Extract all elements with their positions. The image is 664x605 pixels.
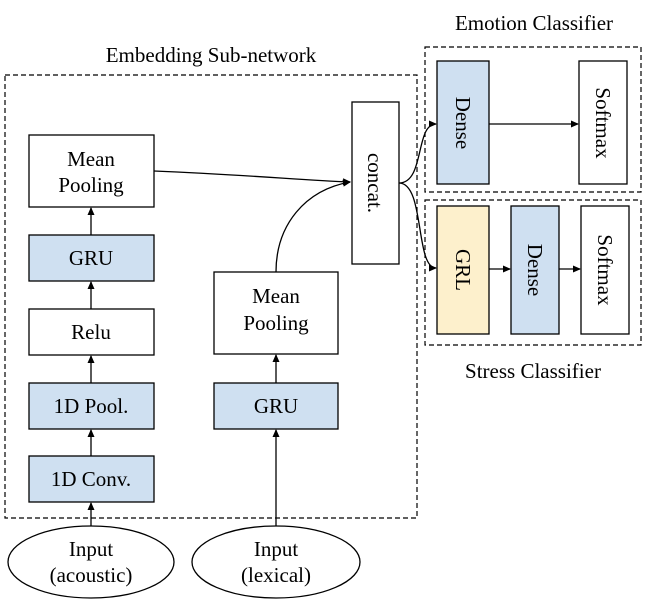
acoustic-conv-block — [28, 455, 155, 503]
arrow-lexical-mean-to-concat — [275, 179, 351, 273]
acoustic-pool-label: 1D Pool. — [54, 394, 129, 418]
embedding-subnetwork-group — [4, 74, 418, 519]
emotion-classifier-group — [424, 46, 642, 193]
emotion-dense-block — [436, 60, 490, 185]
acoustic-gru-block — [28, 234, 155, 282]
lexical-mean-pooling-label-line1: Mean — [252, 284, 300, 308]
lexical-mean-pooling-block — [213, 271, 339, 355]
emotion-classifier-title: Emotion Classifier — [455, 11, 613, 35]
emotion-softmax-label: Softmax — [591, 87, 615, 159]
acoustic-conv-label: 1D Conv. — [51, 467, 131, 491]
acoustic-gru-label: GRU — [69, 246, 113, 270]
lexical-gru-label: GRU — [254, 394, 298, 418]
stress-grl-label: GRL — [451, 249, 475, 291]
stress-dense-block — [510, 205, 560, 335]
arrow-concat-to-grl — [398, 182, 437, 272]
acoustic-input-label-line2: (acoustic) — [50, 563, 133, 587]
stress-softmax-label: Softmax — [593, 234, 617, 306]
embedding-subnetwork-title: Embedding Sub-network — [106, 43, 317, 67]
stress-dense-label: Dense — [523, 244, 547, 296]
stress-classifier-group — [424, 199, 642, 346]
arrow-acoustic-mean-to-concat — [153, 170, 351, 186]
arrow-concat-to-emotion-dense — [398, 120, 437, 184]
stress-classifier-title: Stress Classifier — [465, 359, 601, 383]
lexical-mean-pooling-label-line2: Pooling — [243, 311, 309, 335]
lexical-input-label-line2: (lexical) — [241, 563, 311, 587]
acoustic-input-label-line1: Input — [69, 537, 113, 561]
emotion-dense-label: Dense — [451, 97, 475, 149]
acoustic-mean-pooling-label-line2: Pooling — [58, 173, 124, 197]
emotion-softmax-block — [578, 60, 628, 185]
lexical-input-label-line1: Input — [254, 537, 298, 561]
acoustic-pool-block — [28, 382, 155, 430]
stress-grl-block — [436, 205, 490, 335]
stress-softmax-block — [580, 205, 630, 335]
lexical-gru-block — [213, 382, 339, 430]
concat-label: concat. — [363, 153, 387, 213]
acoustic-relu-label: Relu — [71, 320, 111, 344]
acoustic-mean-pooling-label-line1: Mean — [67, 147, 115, 171]
